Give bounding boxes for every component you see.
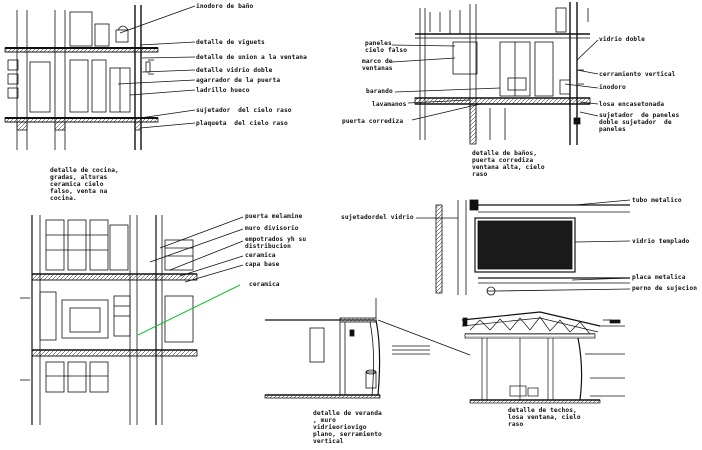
label-losa-encasetonada: losa encasetonada <box>599 101 665 108</box>
label-paneles-cielo: paneles cielo falso <box>365 40 408 54</box>
label-perno-sujecion: perno de sujecion <box>632 285 698 292</box>
section-veranda <box>264 298 471 399</box>
section-top-right <box>391 2 599 145</box>
label-muro-divisorio: muro divisorio <box>245 225 299 232</box>
label-puerta-corrediza: puerta corrediza <box>342 118 404 125</box>
label-lavamanos: lavamanos <box>372 101 407 108</box>
label-ladrillo-hueco: ladrillo hueco <box>196 87 250 94</box>
label-ceramica: ceramica <box>245 252 276 259</box>
label-cerramiento-vertical: cerramiento vertical <box>599 71 676 78</box>
label-empotrados: empotrados yh su distribucion <box>245 236 307 250</box>
label-agarrador-puerta: agarrador de la puerta <box>196 77 281 84</box>
label-sujetador-vidrio: sujetadordel vidrio <box>341 214 414 221</box>
caption-veranda: detalle de veranda , muro vidrieoriovigo… <box>313 410 382 445</box>
label-detalle-viguets: detalle de viguets <box>196 39 265 46</box>
label-barando: barando <box>366 88 393 95</box>
label-ceramica-2: ceramica <box>249 281 280 288</box>
label-inodoro: inodoro <box>599 84 626 91</box>
section-kitchen <box>20 215 244 425</box>
green-leader-line <box>137 284 241 336</box>
caption-banos: detalle de baños, puerta corrediza venta… <box>472 150 545 178</box>
caption-techos: detalle de techos, losa ventana, cielo r… <box>508 407 581 428</box>
section-top-left <box>4 5 196 150</box>
window-detail <box>416 199 631 296</box>
caption-cocina: detalle de cocina, gradas, alturas ceram… <box>50 167 119 202</box>
label-sujetador-cielo: sujetador del cielo raso <box>196 107 292 114</box>
label-sujetador-paneles: sujetador de paneles doble sujetador de … <box>599 112 680 133</box>
dimension-ticks <box>587 8 612 321</box>
label-inodoro-bano: inodoro de baño <box>196 3 254 10</box>
label-vidrio-doble: detalle vidrio doble <box>196 67 273 74</box>
label-plaqueta-cielo: plaqueta del cielo raso <box>196 120 288 127</box>
section-roof <box>461 311 625 404</box>
label-placa-metalica: placa metalica <box>632 274 686 281</box>
label-vidrio-templado: vidrio templado <box>632 238 690 245</box>
label-capa-base: capa base <box>245 261 280 268</box>
label-tubo-metalico: tubo metalico <box>632 197 682 204</box>
label-puerta-melamine: puerta melamine <box>245 213 303 220</box>
label-marco-ventanas: marco de ventanas <box>362 58 393 72</box>
label-vidrio-doble-2: vidrio doble <box>599 36 645 43</box>
label-union-ventana: detalle de union a la ventana <box>196 54 307 61</box>
